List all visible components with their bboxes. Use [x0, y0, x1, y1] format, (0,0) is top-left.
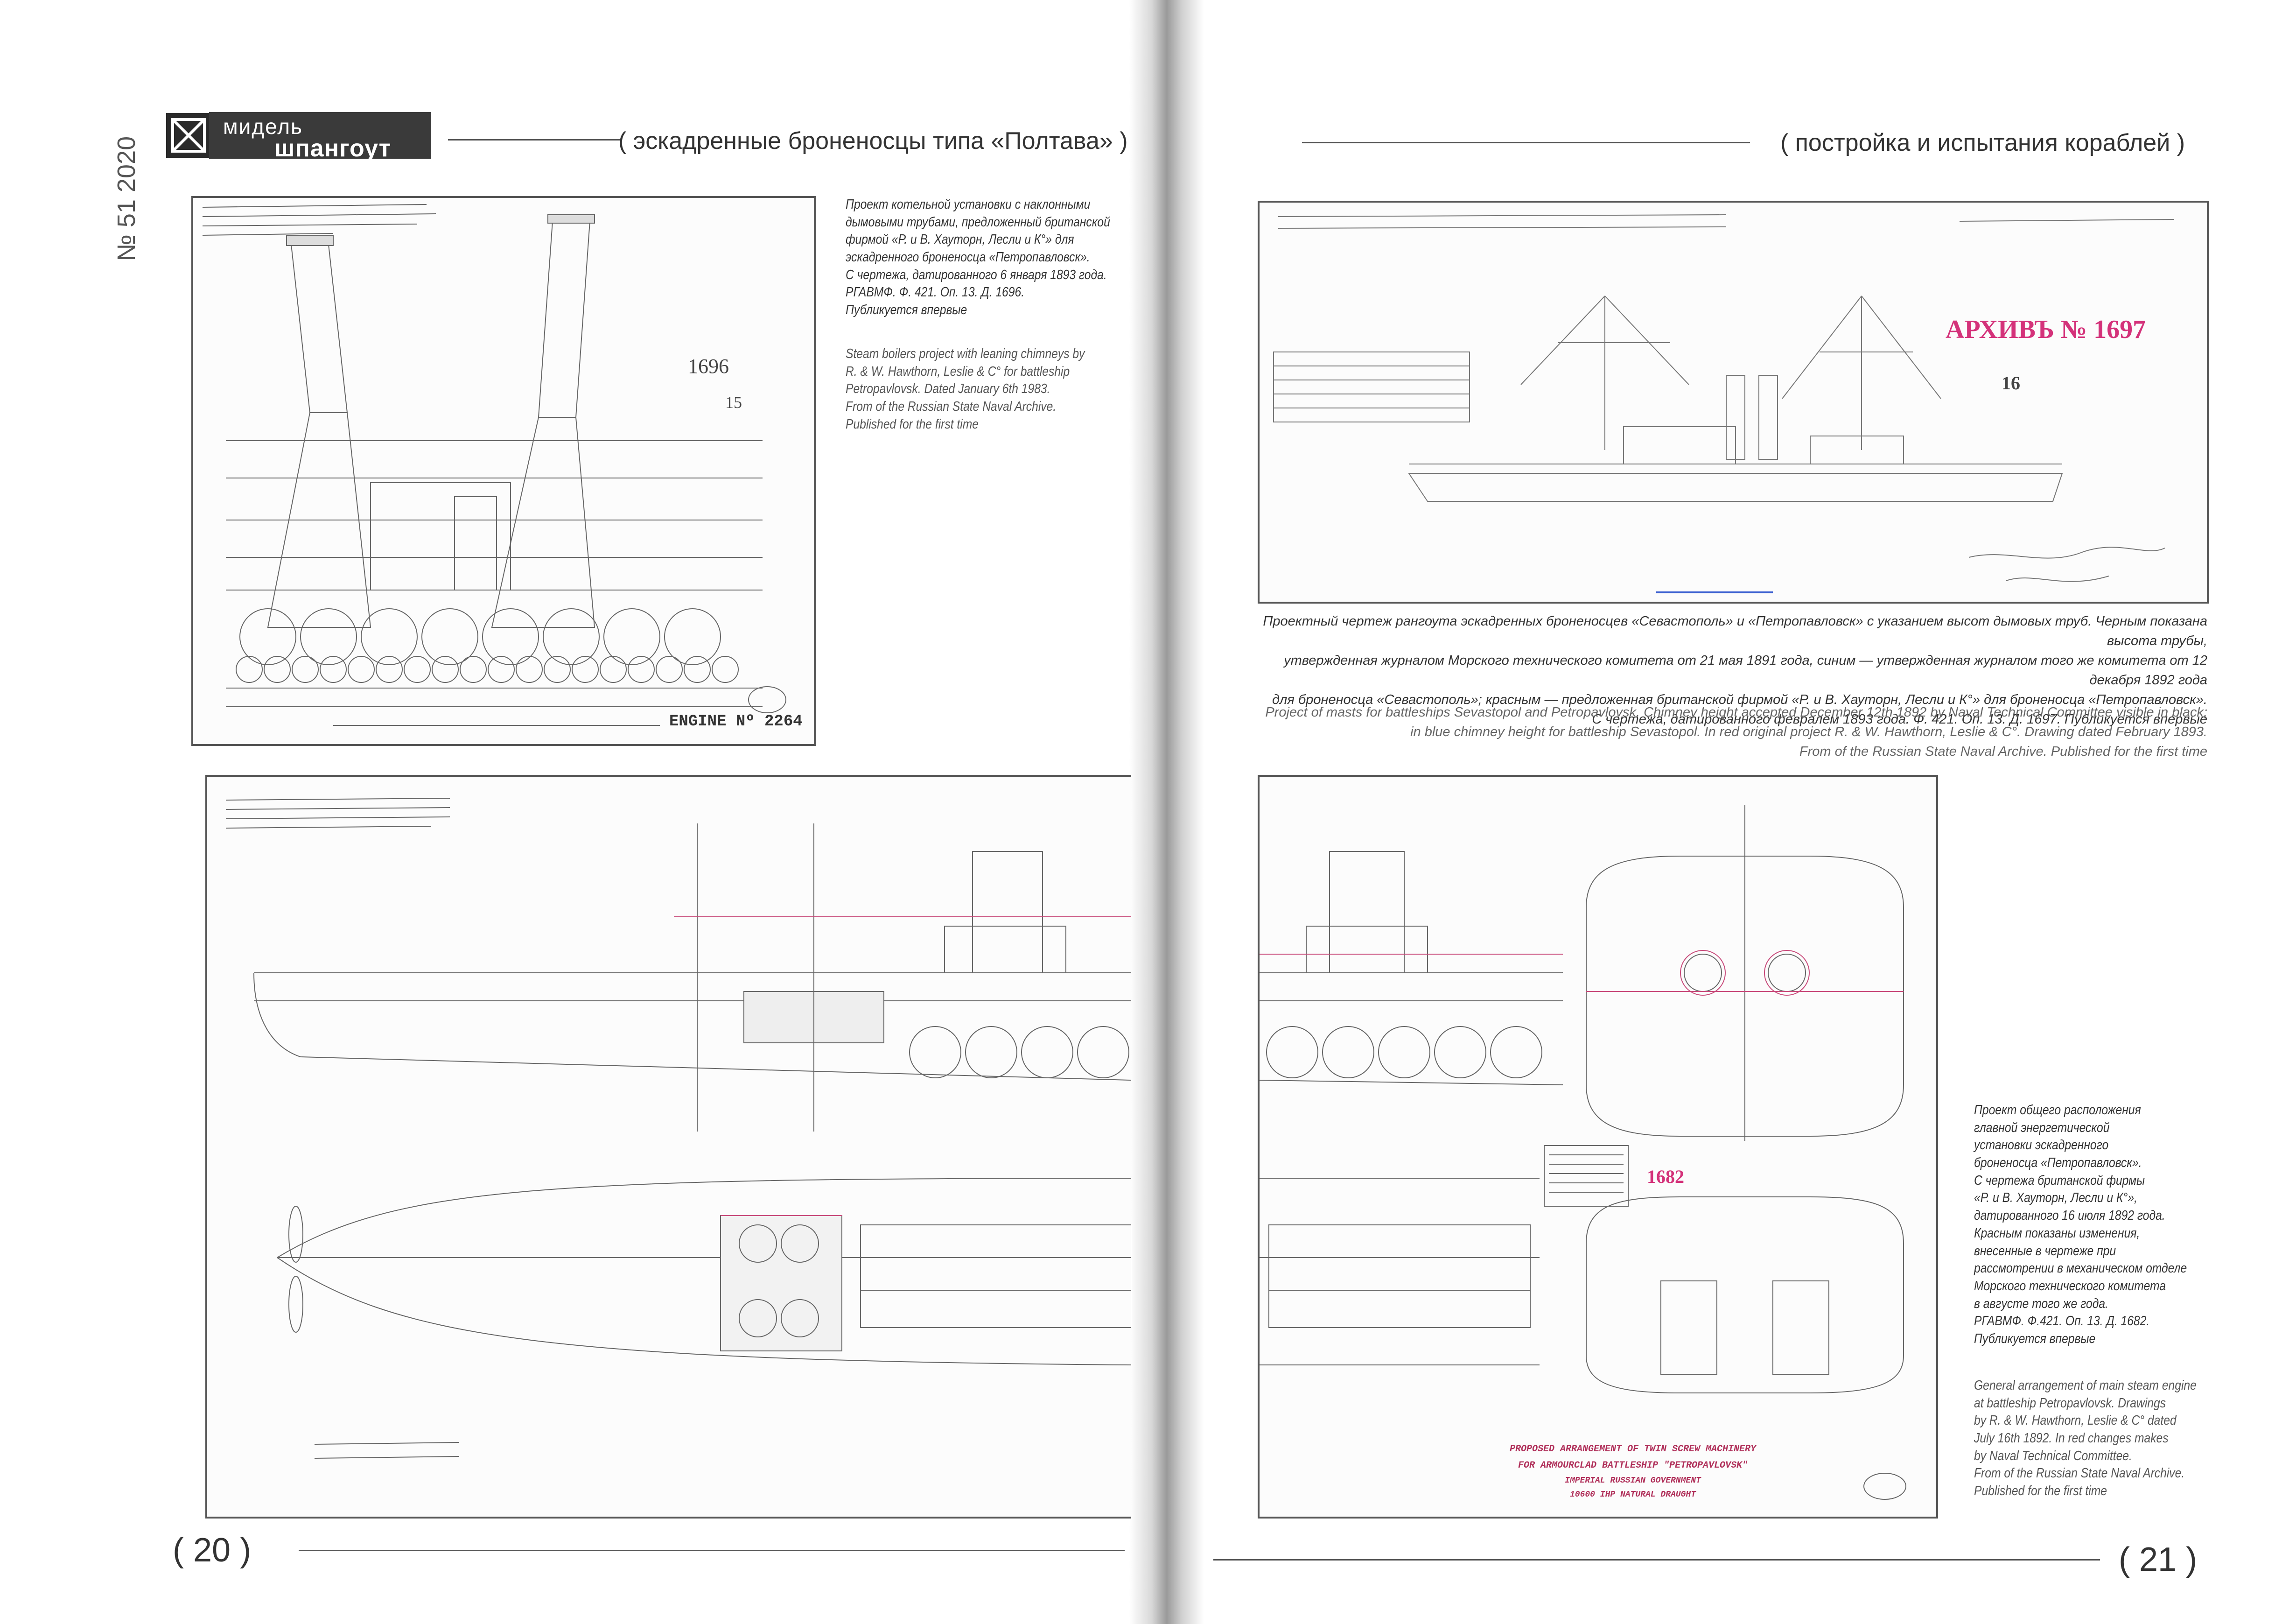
caption-line: at battleship Petropavlovsk. Drawings	[1974, 1395, 2166, 1411]
machinery-title-line: IMPERIAL RUSSIAN GOVERNMENT	[1565, 1476, 1701, 1485]
mast-caption-ru: Проектный чертеж рангоута эскадренных бр…	[1255, 612, 2207, 729]
logo-bottom-text: шпангоут	[274, 135, 392, 162]
caption-line: Проектный чертеж рангоута эскадренных бр…	[1263, 614, 2207, 649]
caption-line: броненосца «Петропавловск».	[1974, 1155, 2142, 1171]
caption-line: в августе того же года.	[1974, 1296, 2108, 1311]
caption-line: датированного 16 июля 1892 года.	[1974, 1208, 2165, 1223]
caption-line: главной энергетической	[1974, 1120, 2110, 1135]
caption-line: Публикуется впервые	[846, 302, 967, 318]
mast-drawing-svg: АРХИВЪ № 1697 16	[1273, 214, 2175, 593]
machinery-caption-en: General arrangement of main steam engine…	[1974, 1377, 2228, 1500]
caption-line: July 16th 1892. In red changes makes	[1974, 1431, 2169, 1446]
caption-line: General arrangement of main steam engine	[1974, 1378, 2197, 1393]
mast-sheet-number: 16	[2002, 373, 2020, 394]
caption-line: Published for the first time	[846, 416, 979, 432]
machinery-right-svg: 1682 PROPOSED ARRANGEMENT OF TWIN SCREW …	[1260, 805, 1906, 1500]
machinery-caption-ru: Проект общего расположения главной энерг…	[1974, 1102, 2228, 1348]
left-page-header: ( эскадренные броненосцы типа «Полтава» …	[618, 127, 1128, 155]
caption-line: in blue chimney height for battleship Se…	[1410, 724, 2207, 740]
caption-line: С чертежа британской фирмы	[1974, 1173, 2145, 1188]
boiler-drawing: 1696 15 ENGINE Nº 2264	[191, 196, 816, 746]
caption-line: внесенные в чертеже при	[1974, 1243, 2116, 1258]
caption-line: установки эскадренного	[1974, 1138, 2109, 1153]
caption-line: Steam boilers project with leaning chimn…	[846, 346, 1085, 361]
caption-line: РГАВМФ. Ф. 421. Оп. 13. Д. 1696.	[846, 285, 1025, 300]
archive-stamp: АРХИВЪ № 1697	[1946, 315, 2146, 344]
caption-line: Published for the first time	[1974, 1483, 2107, 1499]
caption-line: by Naval Technical Committee.	[1974, 1448, 2132, 1463]
footer-rule-right	[1213, 1559, 2100, 1561]
machinery-drawing-right: 1682 PROPOSED ARRANGEMENT OF TWIN SCREW …	[1258, 775, 1938, 1519]
caption-line: фирмой «Р. и В. Хауторн, Лесли и К°» для	[846, 232, 1074, 247]
caption-line: рассмотрении в механическом отделе	[1974, 1261, 2187, 1276]
caption-line: R. & W. Hawthorn, Leslie & C° for battle…	[846, 364, 1070, 379]
caption-line: From of the Russian State Naval Archive.	[846, 399, 1057, 415]
footer-rule-left	[299, 1550, 1125, 1551]
caption-line: Project of masts for battleships Sevasto…	[1265, 705, 2207, 720]
machinery-drawing-left	[205, 775, 1131, 1519]
caption-line: С чертежа, датированного февралем 1893 г…	[1592, 712, 2207, 727]
machinery-left-svg	[225, 798, 1131, 1459]
caption-line: Публикуется впервые	[1974, 1331, 2096, 1346]
machinery-title-line: 10600 IHP NATURAL DRAUGHT	[1570, 1490, 1696, 1499]
page-number-left: ( 20 )	[173, 1532, 252, 1569]
header-rule-right	[1302, 142, 1750, 143]
caption-line: Petropavlovsk. Dated January 6th 1983.	[846, 381, 1050, 397]
boiler-sheet-number: 15	[725, 393, 742, 412]
header-rule-left	[448, 139, 621, 141]
caption-line: эскадренного броненосца «Петропавловск».	[846, 250, 1090, 265]
caption-line: Красным показаны изменения,	[1974, 1225, 2140, 1241]
page-gutter	[1129, 0, 1204, 1624]
caption-line: Проект общего расположения	[1974, 1103, 2141, 1118]
caption-line: by R. & W. Hawthorn, Leslie & C° dated	[1974, 1413, 2177, 1428]
caption-line: С чертежа, датированного 6 января 1893 г…	[846, 267, 1107, 282]
boiler-caption-ru: Проект котельной установки с наклонными …	[846, 196, 1147, 319]
logo-top-text: мидель	[223, 114, 303, 139]
mast-caption-en: Project of masts for battleships Sevasto…	[1255, 703, 2207, 761]
machinery-title-line: PROPOSED ARRANGEMENT OF TWIN SCREW MACHI…	[1510, 1444, 1757, 1455]
caption-line: РГАВМФ. Ф.421. Оп. 13. Д. 1682.	[1974, 1314, 2150, 1329]
caption-line: Проект котельной установки с наклонными	[846, 197, 1091, 212]
caption-line: утвержденная журналом Морского техническ…	[1284, 653, 2207, 688]
caption-line: дымовыми трубами, предложенный британско…	[846, 214, 1110, 230]
issue-number: № 51 2020	[112, 136, 140, 261]
logo-icon	[166, 113, 211, 158]
right-page-header: ( постройка и испытания кораблей )	[1780, 129, 2185, 156]
mast-drawing: АРХИВЪ № 1697 16	[1258, 201, 2209, 604]
boiler-caption-en: Steam boilers project with leaning chimn…	[846, 345, 1147, 433]
page-number-right: ( 21 )	[2119, 1541, 2198, 1578]
machinery-stamp-number: 1682	[1647, 1166, 1684, 1187]
boiler-drawing-svg: 1696 15 ENGINE Nº 2264	[202, 204, 803, 731]
caption-line: Морского технического комитета	[1974, 1278, 2166, 1294]
caption-line: From of the Russian State Naval Archive.…	[1799, 744, 2207, 759]
caption-line: «Р. и В. Хауторн, Лесли и К°»,	[1974, 1190, 2137, 1206]
machinery-title-line: FOR ARMOURCLAD BATTLESHIP "PETROPAVLOVSK…	[1518, 1460, 1748, 1471]
caption-line: для броненосца «Севастополь»; красным — …	[1272, 692, 2207, 708]
engine-label: ENGINE Nº 2264	[669, 713, 803, 731]
logo-wordmark: мидель шпангоут	[209, 112, 431, 162]
boiler-stamp-number: 1696	[688, 355, 729, 378]
caption-line: From of the Russian State Naval Archive.	[1974, 1466, 2185, 1481]
